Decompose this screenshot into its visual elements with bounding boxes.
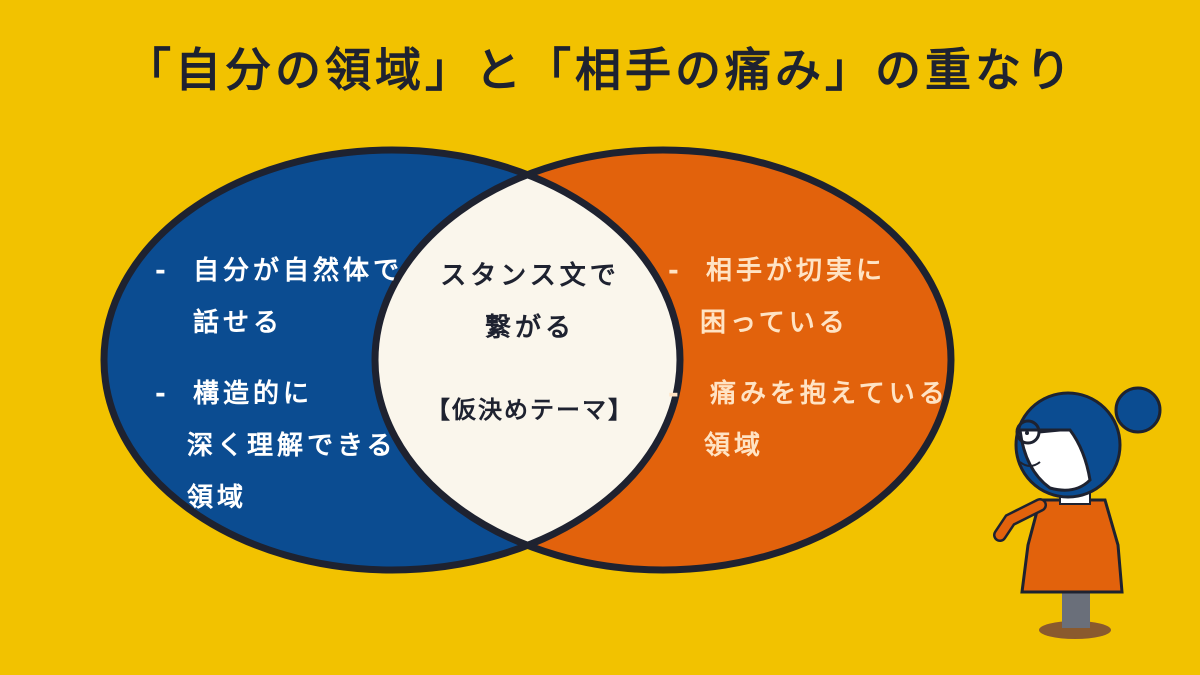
overlap-line-2: 繋がる [484,313,575,343]
left-item-2-line-3: 領域 [187,483,248,513]
right-item-1-line-2: 困っている [700,308,849,338]
left-item-1: - 自分が自然体で 話せる [155,245,403,349]
left-item-1-line-2: 話せる [193,308,284,338]
overlap-text: スタンス文で 繋がる 【仮決めテーマ】 [420,250,640,436]
bullet-dash: - [668,256,683,286]
left-item-1-line-1: 自分が自然体で [193,256,404,286]
right-item-1: - 相手が切実に 困っている [668,245,886,349]
bullet-dash: - [155,379,170,409]
overlap-area [375,150,680,570]
bullet-dash: - [668,379,683,409]
left-item-2-line-1: 構造的に [193,379,314,409]
right-item-2: - 痛みを抱えている 領域 [668,368,949,472]
slide-title: 「自分の領域」と「相手の痛み」の重なり [125,43,1075,97]
right-item-2-line-1: 痛みを抱えている [710,379,949,409]
character-illustration [993,386,1162,639]
overlap-tag: 【仮決めテーマ】 [426,396,634,424]
overlap-line-1: スタンス文で [440,261,620,291]
right-circle-outline [371,146,955,574]
left-circle-outline [100,146,684,574]
left-item-2-line-2: 深く理解できる [187,431,397,461]
bullet-dash: - [155,256,170,286]
right-item-1-line-1: 相手が切実に [706,256,887,286]
right-item-2-line-2: 領域 [704,431,765,461]
left-item-2: - 構造的に 深く理解できる 領域 [155,368,396,524]
